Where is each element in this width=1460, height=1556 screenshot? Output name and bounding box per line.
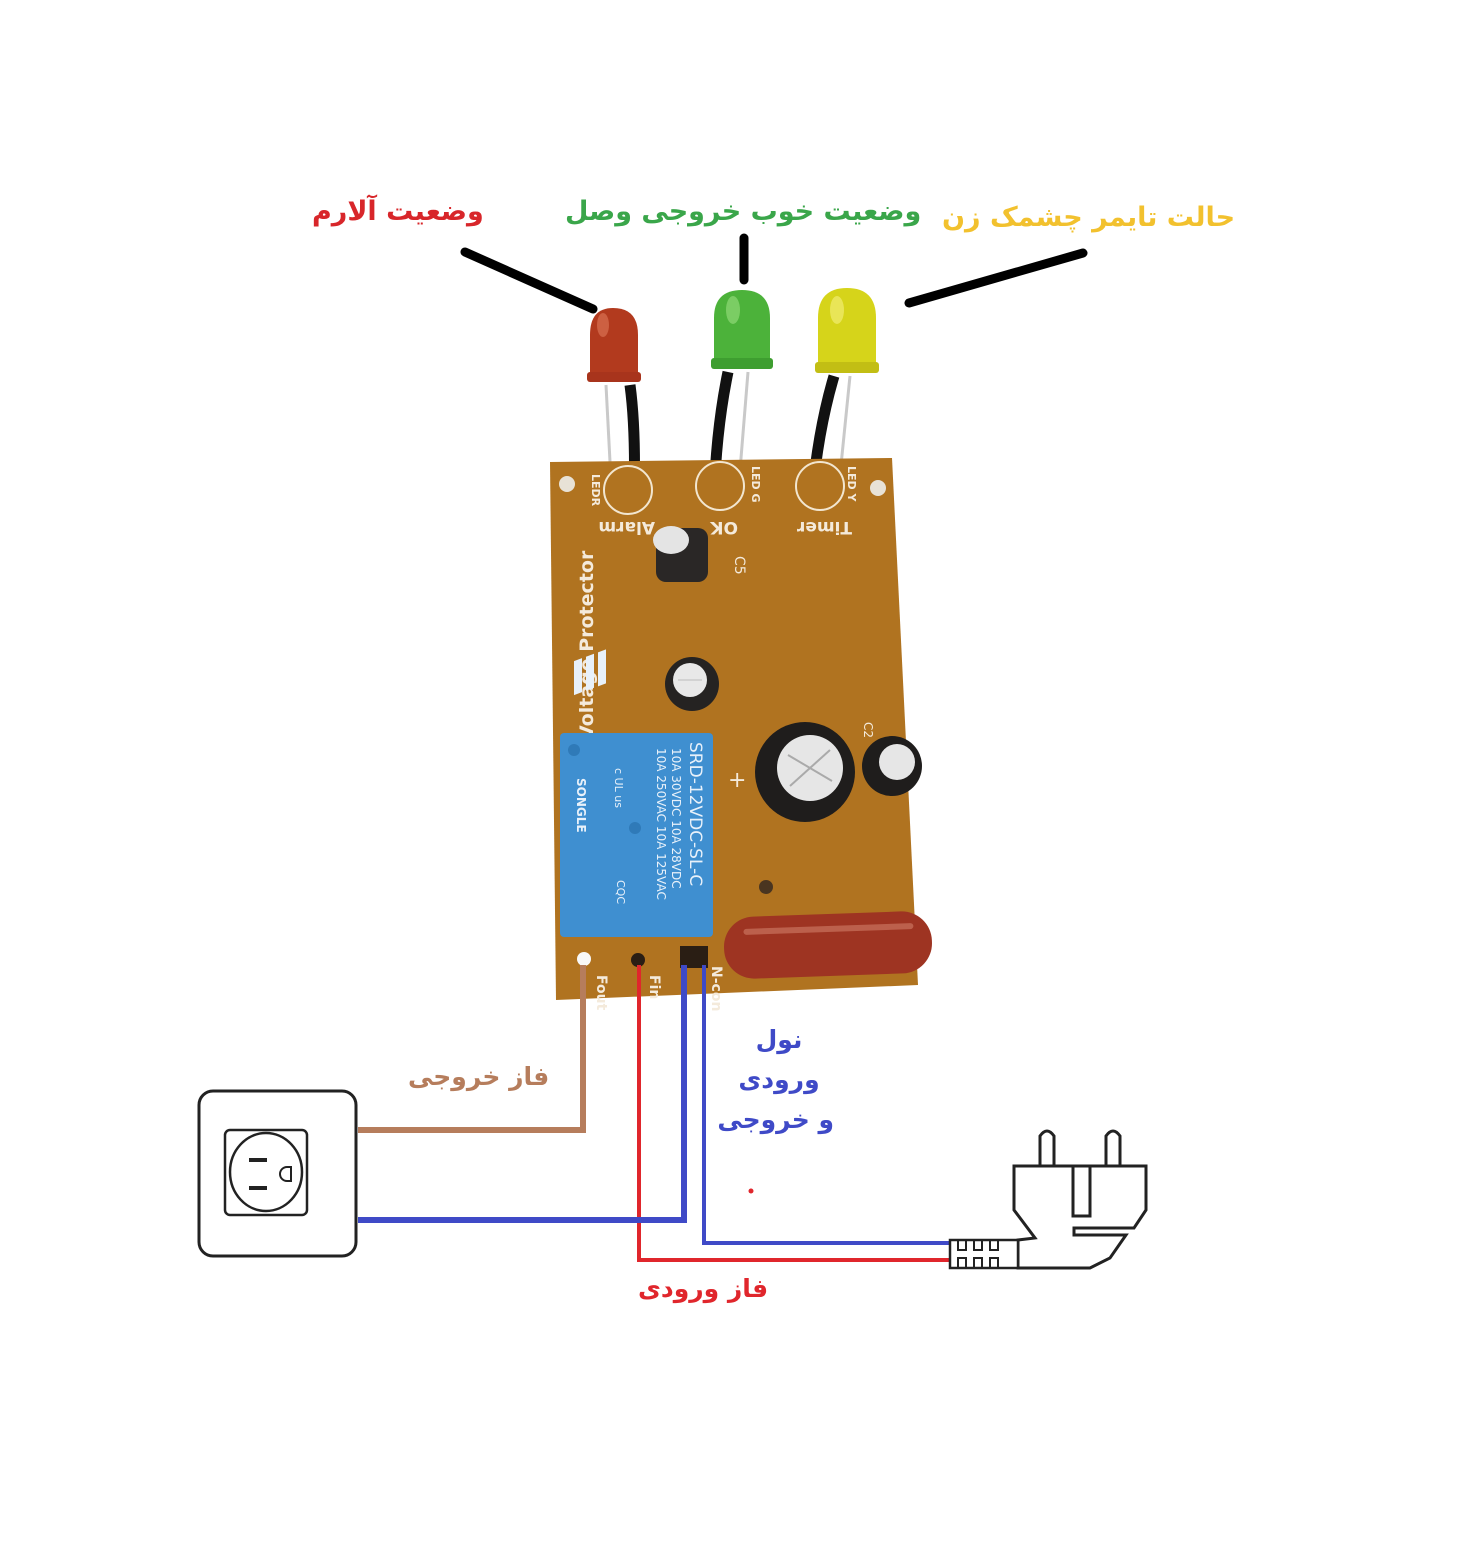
wire-neutral-output (358, 965, 687, 1223)
relay: SONGLE c UL us CQC 10A 250VAC 10A 125VAC… (560, 649, 713, 937)
callout-neutral-line1: نول (755, 1025, 803, 1054)
relay-cert: CQC (614, 880, 627, 904)
relay-brand: SONGLE (574, 778, 588, 833)
wire-phase-input (637, 965, 950, 1262)
terminal-ncon: N-con (708, 966, 724, 1011)
callout-phase-output: فاز خروجی (408, 1062, 550, 1091)
led-red (587, 308, 641, 382)
pointer-alarm (460, 247, 598, 314)
indicator-ok: OK (710, 517, 738, 537)
wire-phase-output (358, 965, 586, 1133)
capacitor-c5 (653, 526, 708, 582)
terminal-fin: Fin (646, 975, 662, 999)
callout-neutral-line3: و خروجی (717, 1105, 834, 1134)
callout-alarm-status: وضعیت آلارم (312, 196, 484, 227)
led-label-g: LED G (749, 466, 762, 503)
callout-neutral: نول ورودی و خروجی (717, 1020, 834, 1140)
power-plug-icon (948, 1129, 1148, 1270)
relay-rating-2: 10A 30VDC 10A 28VDC (669, 748, 683, 889)
wall-socket-icon (197, 1089, 358, 1258)
capacitor-small (665, 657, 719, 711)
plus-mark: + (728, 768, 746, 793)
callout-neutral-line2: ورودی (738, 1065, 820, 1094)
cap-label-c2: C2 (861, 722, 875, 738)
callout-ok-output-status: وضعیت خوب خروجی وصل (565, 196, 922, 227)
film-capacitor (724, 911, 932, 979)
cap-label-c5: C5 (731, 556, 747, 575)
pointer-timer (904, 248, 1088, 308)
capacitor-c2 (862, 736, 922, 796)
terminal-fout: Fout (593, 975, 609, 1011)
callout-timer-blink-mode: حالت تایمر چشمک زن (942, 202, 1236, 233)
indicator-timer: Timer (796, 517, 852, 537)
led-label-y: LED Y (845, 466, 858, 502)
relay-model: SRD-12VDC-SL-C (685, 742, 705, 886)
indicator-alarm: Alarm (598, 517, 655, 537)
capacitor-large (755, 722, 855, 822)
callout-phase-input: فاز ورودی (638, 1274, 769, 1303)
terminals: Fout Fin N-con (577, 946, 724, 1011)
stray-dot (748, 1188, 754, 1194)
led-green (711, 290, 773, 369)
relay-ul: c UL us (612, 768, 625, 808)
wire-neutral-input (702, 965, 950, 1245)
board-title: Voltage Protector (576, 550, 598, 740)
led-yellow (815, 288, 879, 373)
led-label-r: LEDR (589, 474, 602, 507)
relay-rating-1: 10A 250VAC 10A 125VAC (654, 748, 668, 900)
